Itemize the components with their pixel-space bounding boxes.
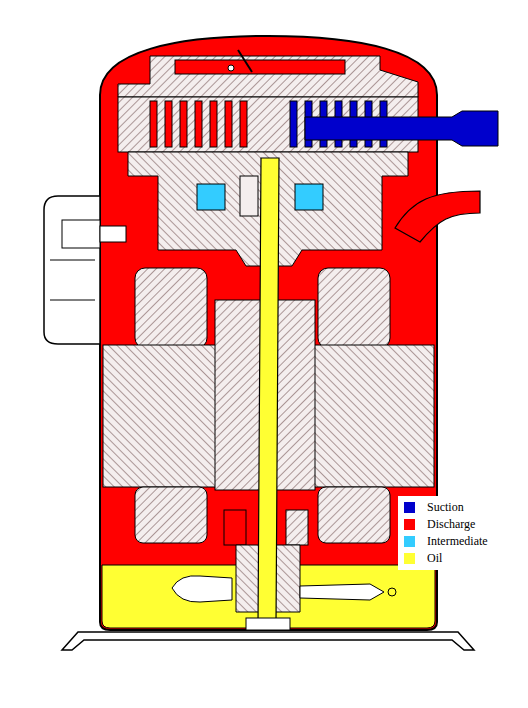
counterweight (224, 510, 246, 545)
scroll-gap (225, 101, 232, 147)
scroll-gap (290, 101, 297, 147)
upper-winding (135, 268, 207, 348)
legend-text: Suction (427, 500, 464, 515)
legend-entry: Suction (404, 499, 488, 516)
eccentric-pin (240, 176, 258, 216)
legend-text: Discharge (427, 517, 475, 532)
suction-pipe (305, 111, 498, 146)
legend-swatch (404, 502, 415, 513)
oil-port (388, 588, 396, 596)
oil-pickup (172, 576, 232, 602)
lower-winding (135, 487, 207, 543)
base-plate (62, 632, 474, 650)
scroll-gap (180, 101, 187, 147)
legend-entry: Discharge (404, 516, 488, 533)
legend-entry: Oil (404, 550, 488, 567)
legend-text: Oil (427, 551, 442, 566)
scroll-gap (240, 101, 247, 147)
scroll-gap (165, 101, 172, 147)
scroll-gap (195, 101, 202, 147)
discharge-valve (238, 50, 252, 72)
terminal-detail (50, 260, 95, 261)
valve-pin (228, 65, 234, 71)
legend-entry: Intermediate (404, 533, 488, 550)
crankshaft-oil-passage (258, 158, 279, 624)
terminal-box (44, 196, 100, 344)
counterweight (286, 510, 308, 545)
upper-winding (318, 268, 390, 348)
lower-winding (318, 487, 390, 543)
oil-pump-arm (300, 584, 384, 600)
legend-swatch (404, 553, 415, 564)
scroll-gap (210, 101, 217, 147)
legend-swatch (404, 536, 415, 547)
legend-text: Intermediate (427, 534, 488, 549)
intermediate-chamber (295, 184, 323, 210)
separator-plate (118, 56, 418, 97)
shaft-end-cap (246, 618, 290, 630)
discharge-pipe (395, 191, 480, 242)
intermediate-chamber (197, 184, 225, 210)
legend: SuctionDischargeIntermediateOil (398, 496, 494, 570)
terminal-block (62, 220, 100, 248)
terminal-pins (100, 226, 126, 242)
discharge-chamber (175, 60, 345, 74)
legend-swatch (404, 519, 415, 530)
scroll-gap (150, 101, 157, 147)
terminal-detail (50, 300, 95, 301)
